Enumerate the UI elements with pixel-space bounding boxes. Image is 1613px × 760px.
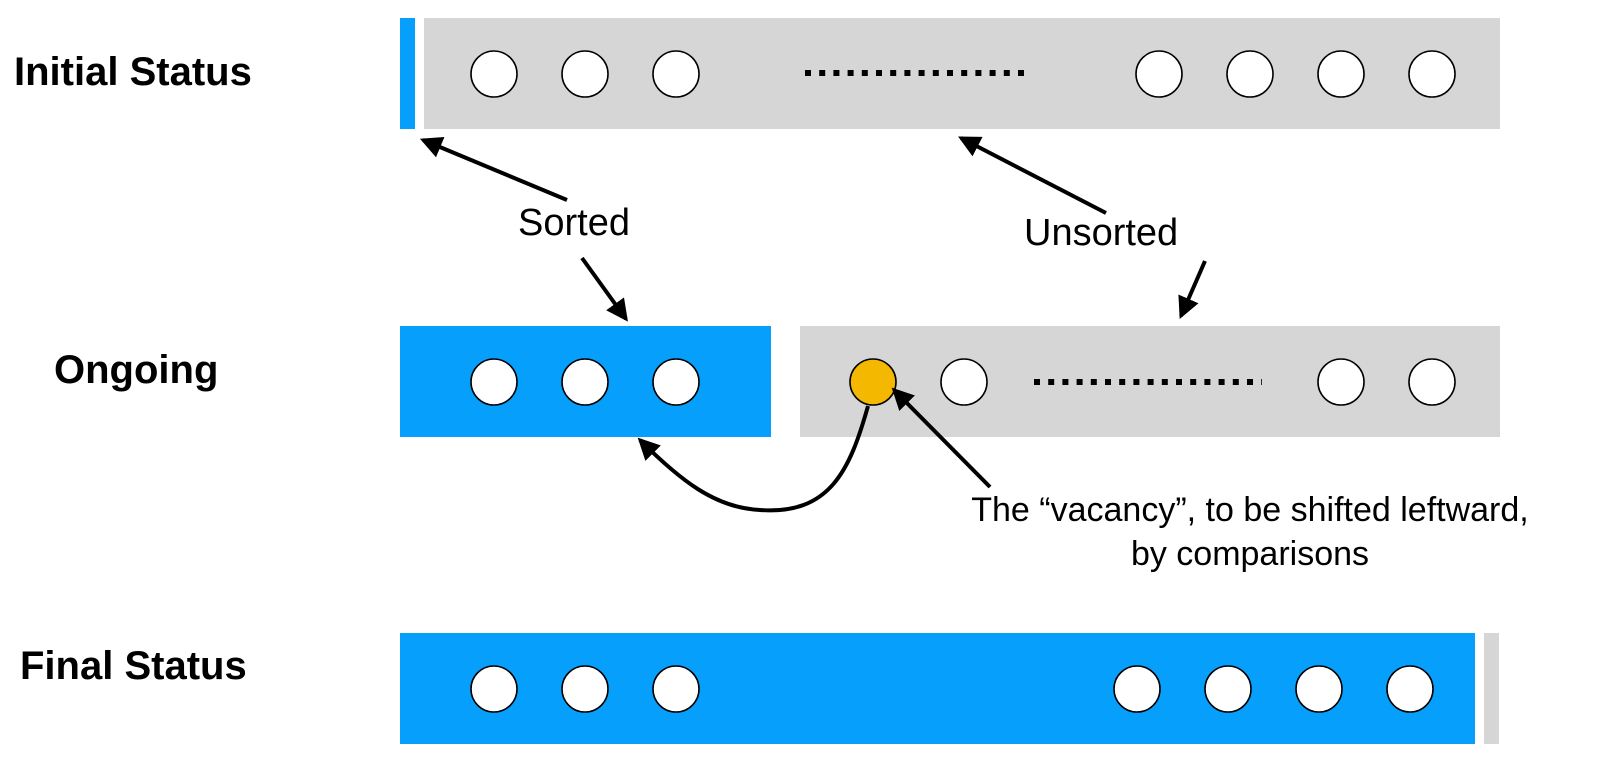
element-circle	[1386, 665, 1434, 713]
element-circle	[1226, 50, 1274, 98]
element-circle	[652, 358, 700, 406]
element-circle	[1113, 665, 1161, 713]
final-array	[400, 633, 1499, 744]
element-circle	[652, 50, 700, 98]
element-circle	[652, 665, 700, 713]
row-label-initial: Initial Status	[14, 50, 252, 94]
element-circle	[1408, 358, 1456, 406]
element-circle	[470, 665, 518, 713]
row-label-final: Final Status	[20, 644, 247, 688]
element-circle	[1295, 665, 1343, 713]
initial-sorted-part	[400, 18, 415, 129]
element-circle	[1135, 50, 1183, 98]
unsorted-up-arrow	[958, 136, 1107, 215]
row-label-ongoing: Ongoing	[54, 348, 219, 392]
element-circle	[1204, 665, 1252, 713]
initial-array	[400, 18, 1500, 129]
vacancy-pointer-arrow	[891, 387, 992, 489]
ongoing-array	[400, 326, 1500, 437]
vacancy-note: The “vacancy”, to be shifted leftward, b…	[900, 488, 1600, 576]
vacancy-note-line-2: by comparisons	[1130, 535, 1370, 573]
unsorted-down-arrow	[1178, 260, 1207, 320]
vacancy-shift-arrow	[637, 405, 870, 513]
element-circle	[940, 358, 988, 406]
sorted-down-arrow	[580, 256, 628, 322]
element-circle	[1317, 358, 1365, 406]
unsorted-annotation: Unsorted	[1024, 212, 1179, 254]
vacancy-note-line-1: The “vacancy”, to be shifted leftward,	[971, 491, 1529, 529]
element-circle	[470, 358, 518, 406]
element-circle	[1408, 50, 1456, 98]
vacancy-circle	[849, 358, 897, 406]
element-circle	[561, 358, 609, 406]
sorted-annotation: Sorted	[518, 202, 630, 244]
element-circle	[561, 665, 609, 713]
final-unsorted-part	[1484, 633, 1499, 744]
element-circle	[561, 50, 609, 98]
element-circle	[470, 50, 518, 98]
sorted-up-arrow	[419, 137, 568, 202]
element-circle	[1317, 50, 1365, 98]
